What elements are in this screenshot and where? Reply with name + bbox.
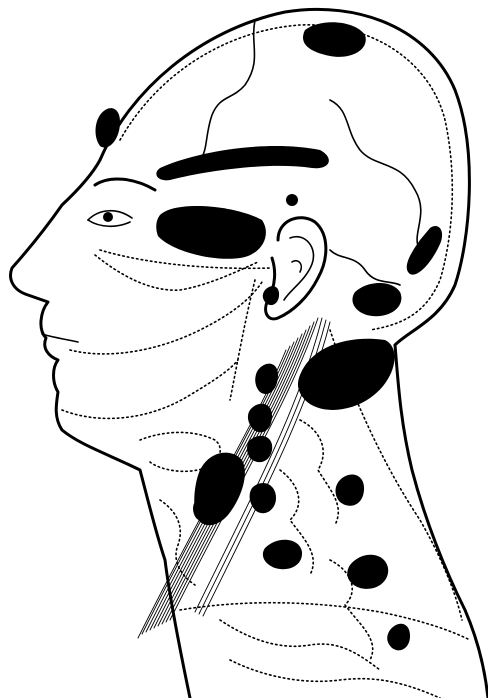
- lymph-node-lambdoid: [407, 226, 442, 275]
- ear-canal: [292, 261, 301, 272]
- lymph-node-brow-band: [156, 146, 328, 180]
- lymph-node-posterior-2: [347, 555, 388, 589]
- lymph-node-parotid: [263, 286, 279, 305]
- back-of-neck-outline: [395, 345, 488, 698]
- lymph-node-mastoid: [298, 339, 395, 410]
- lymph-node-frontal: [96, 108, 121, 147]
- lymph-nodes: [96, 22, 443, 650]
- clavicle-contour: [180, 603, 470, 640]
- lymph-node-crown: [303, 22, 366, 57]
- lymph-node-jugular-3: [250, 483, 276, 513]
- face-profile-outline: [11, 160, 190, 698]
- eye-pupil: [103, 212, 113, 222]
- eyebrow: [95, 179, 155, 190]
- lymph-node-jugular-2: [247, 436, 272, 462]
- head-profile-outline: [100, 9, 469, 345]
- lymph-node-supraclavicular-2: [387, 624, 410, 651]
- lymph-node-supraclavicular-1: [263, 540, 302, 570]
- lymph-node-jugular-1: [248, 404, 272, 433]
- lymph-node-small-dot: [286, 194, 298, 206]
- lymph-node-preauricular: [156, 206, 266, 259]
- lymph-node-occipital: [352, 283, 401, 316]
- lymph-node-submandibular: [255, 364, 278, 394]
- cheek-contour: [95, 255, 258, 290]
- lambdoid-suture: [330, 100, 421, 250]
- cervical-vertebra-contour-4: [220, 620, 380, 670]
- mandible-contour: [70, 282, 262, 354]
- cervical-vertebra-contour-1: [300, 420, 338, 525]
- jaw-lower-contour: [62, 360, 238, 418]
- lower-neck-contour: [230, 660, 440, 698]
- mandible-ramus: [230, 280, 255, 400]
- squamous-suture: [330, 250, 400, 285]
- lymph-node-posterior-1: [336, 475, 365, 506]
